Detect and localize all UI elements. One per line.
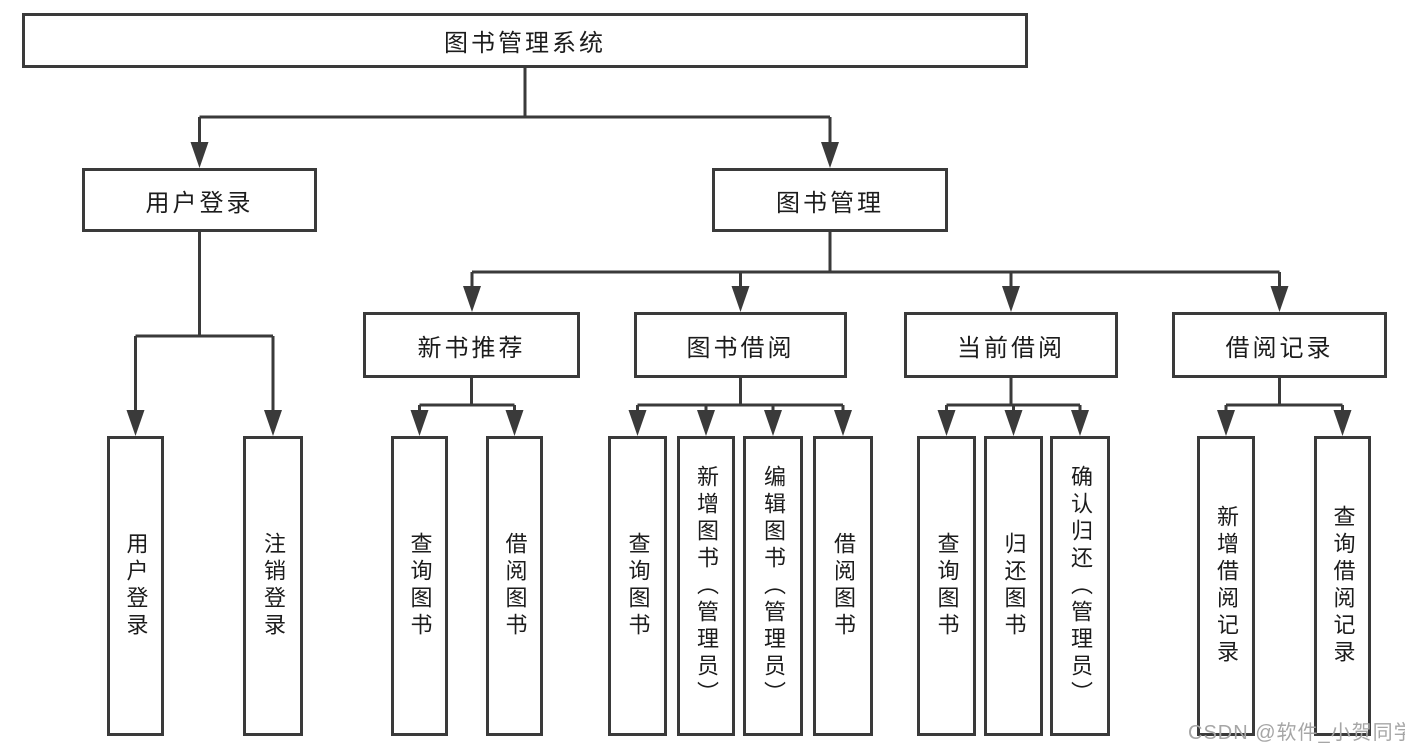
leaf-edit-books-admin-label: 编辑图书（管理员） [761, 464, 786, 708]
node-current-borrow: 当前借阅 [904, 312, 1118, 378]
csdn-watermark: CSDN @软件_小贺同学 [1188, 722, 1405, 744]
leaf-user-login-label: 用户登录 [123, 532, 149, 640]
node-user-login: 用户登录 [82, 168, 317, 232]
leaf-add-borrow-record-label: 新增借阅记录 [1214, 505, 1239, 667]
leaf-recommend-borrow-books-label: 借阅图书 [502, 532, 528, 640]
leaf-recommend-query-books-label: 查询图书 [407, 532, 433, 640]
node-user-login-label: 用户登录 [145, 189, 254, 217]
leaf-return-books-label: 归还图书 [1001, 532, 1027, 640]
node-book-management-label: 图书管理 [776, 189, 884, 217]
leaf-query-borrow-record-label: 查询借阅记录 [1330, 505, 1356, 667]
leaf-user-login: 用户登录 [107, 436, 164, 736]
leaf-borrow-query-books-label: 查询图书 [625, 532, 651, 640]
leaf-add-borrow-record: 新增借阅记录 [1197, 436, 1255, 736]
leaf-add-books-admin: 新增图书（管理员） [677, 436, 735, 736]
node-root: 图书管理系统 [22, 13, 1028, 68]
leaf-logout-login: 注销登录 [243, 436, 303, 736]
node-root-label: 图书管理系统 [444, 30, 606, 57]
leaf-recommend-query-books: 查询图书 [391, 436, 448, 736]
leaf-logout-login-label: 注销登录 [261, 532, 286, 640]
leaf-current-query-books: 查询图书 [917, 436, 976, 736]
leaf-borrow-books: 借阅图书 [813, 436, 873, 736]
node-book-borrow: 图书借阅 [634, 312, 847, 378]
leaf-return-books: 归还图书 [984, 436, 1043, 736]
node-current-borrow-label: 当前借阅 [957, 334, 1065, 362]
leaf-borrow-books-label: 借阅图书 [831, 532, 856, 640]
leaf-confirm-return-admin-label: 确认归还（管理员） [1068, 464, 1093, 708]
leaf-current-query-books-label: 查询图书 [934, 532, 960, 640]
node-book-management: 图书管理 [712, 168, 948, 232]
node-new-book-recommend-label: 新书推荐 [417, 334, 526, 362]
node-borrow-records-label: 借阅记录 [1225, 334, 1334, 362]
leaf-add-books-admin-label: 新增图书（管理员） [694, 464, 719, 708]
leaf-confirm-return-admin: 确认归还（管理员） [1050, 436, 1110, 736]
leaf-borrow-query-books: 查询图书 [608, 436, 667, 736]
node-book-borrow-label: 图书借阅 [686, 334, 795, 362]
node-borrow-records: 借阅记录 [1172, 312, 1387, 378]
leaf-query-borrow-record: 查询借阅记录 [1314, 436, 1371, 736]
leaf-recommend-borrow-books: 借阅图书 [486, 436, 543, 736]
leaf-edit-books-admin: 编辑图书（管理员） [743, 436, 803, 736]
node-new-book-recommend: 新书推荐 [363, 312, 580, 378]
arrowheads [126, 142, 1352, 436]
